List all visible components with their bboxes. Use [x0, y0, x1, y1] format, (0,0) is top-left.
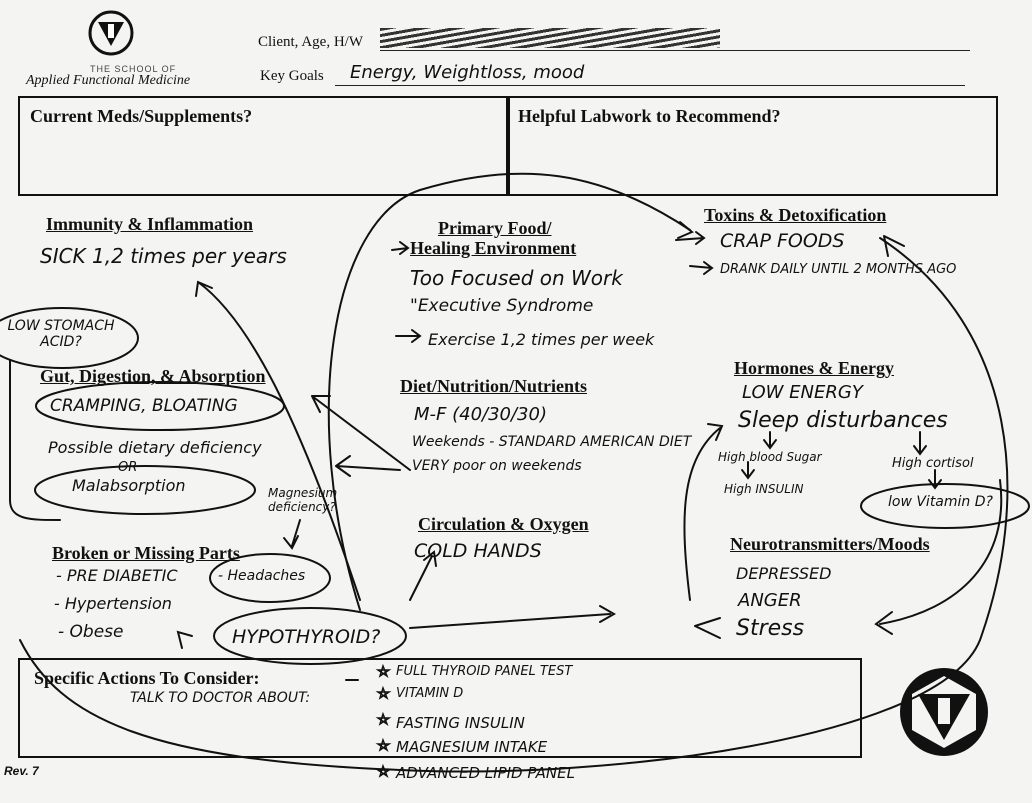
circulation-note: COLD HANDS: [414, 540, 542, 562]
food-title-2: Healing Environment: [410, 238, 577, 258]
neuro-note-anger: ANGER: [738, 590, 802, 611]
arrow-to-stress: [409, 605, 617, 629]
revision-label: Rev. 7: [4, 764, 39, 778]
toxins-title: Toxins & Detoxification: [704, 205, 887, 225]
actions-talk-note: TALK TO DOCTOR ABOUT:: [130, 690, 311, 706]
diet-title: Diet/Nutrition/Nutrients: [400, 376, 587, 396]
actions-item-insulin: FASTING INSULIN: [396, 714, 525, 732]
specific-actions-title: Specific Actions To Consider:: [34, 668, 260, 688]
toxins-note-1: CRAP FOODS: [720, 230, 845, 252]
labwork-box: Helpful Labwork to Recommend?: [506, 96, 998, 196]
actions-item-thyroid: FULL THYROID PANEL TEST: [396, 664, 573, 679]
broken-title: Broken or Missing Parts: [52, 543, 240, 563]
logo-emblem-icon: [88, 10, 134, 56]
hormones-note-cortisol: High cortisol: [892, 456, 974, 471]
gut-note-low-acid: LOW STOMACH ACID?: [7, 318, 115, 350]
toxins-note-2: DRANK DAILY UNTIL 2 MONTHS AGO: [720, 262, 957, 277]
diet-note-2: Weekends - STANDARD AMERICAN DIET: [412, 434, 692, 450]
broken-note-prediabetic: - PRE DIABETIC: [56, 566, 178, 585]
labwork-title: Helpful Labwork to Recommend?: [518, 106, 781, 126]
current-meds-box: Current Meds/Supplements?: [18, 96, 510, 196]
gut-title: Gut, Digestion, & Absorption: [40, 366, 266, 386]
immunity-title: Immunity & Inflammation: [46, 214, 254, 234]
gut-note-deficiency: Possible dietary deficiency: [48, 438, 262, 457]
arrow-gut-diet: [311, 395, 411, 471]
key-goals-value: Energy, Weightloss, mood: [350, 62, 585, 83]
hormones-note-insulin: High INSULIN: [724, 482, 804, 496]
hormones-title: Hormones & Energy: [734, 358, 894, 378]
food-note-2: "Executive Syndrome: [410, 296, 594, 316]
hormones-note-energy: LOW ENERGY: [742, 382, 863, 403]
food-note-3: Exercise 1,2 times per week: [428, 330, 655, 349]
broken-note-obese: - Obese: [58, 622, 124, 642]
neuro-note-depressed: DEPRESSED: [736, 564, 832, 583]
gut-note-malabsorption: Malabsorption: [72, 476, 186, 495]
actions-item-lipid: ADVANCED LIPID PANEL: [396, 764, 575, 782]
actions-item-vitamin-d: VITAMIN D: [396, 686, 464, 701]
broken-note-headaches: - Headaches: [218, 568, 306, 584]
actions-item-magnesium: MAGNESIUM INTAKE: [396, 738, 548, 756]
neuro-note-stress: Stress: [736, 616, 805, 641]
circulation-title: Circulation & Oxygen: [418, 514, 589, 534]
footer-logo-icon: [900, 668, 988, 756]
logo-line2: Applied Functional Medicine: [26, 73, 191, 88]
client-redacted: [380, 28, 720, 48]
food-note-1: Too Focused on Work: [410, 266, 623, 290]
immunity-note: SICK 1,2 times per years: [40, 244, 287, 268]
gut-note-magnesium: Magnesium deficiency?: [268, 486, 338, 514]
broken-note-hypertension: - Hypertension: [54, 594, 172, 613]
current-meds-title: Current Meds/Supplements?: [30, 106, 253, 126]
food-title-1: Primary Food/: [438, 218, 552, 238]
logo-line1: THE SCHOOL OF: [90, 64, 177, 74]
client-label: Client, Age, H/W: [258, 34, 363, 50]
hormones-note-sleep: Sleep disturbances: [738, 408, 948, 433]
gut-note-or: OR: [118, 460, 138, 475]
neuro-title: Neurotransmitters/Moods: [730, 534, 930, 554]
arrow-into-food: [391, 241, 410, 255]
broken-note-hypothyroid: HYPOTHYROID?: [232, 626, 381, 648]
school-logo: THE SCHOOL OF Applied Functional Medicin…: [18, 10, 218, 90]
key-goals-line: [335, 85, 965, 86]
client-field-line: [380, 50, 970, 51]
key-goals-label: Key Goals: [260, 68, 324, 84]
diet-note-3: VERY poor on weekends: [412, 458, 582, 474]
diet-note-1: M-F (40/30/30): [414, 404, 547, 425]
hormones-note-vitamin-d: low Vitamin D?: [888, 494, 993, 510]
gut-note-cramping: CRAMPING, BLOATING: [50, 396, 238, 416]
hormones-note-blood-sugar: High blood Sugar: [718, 450, 822, 464]
